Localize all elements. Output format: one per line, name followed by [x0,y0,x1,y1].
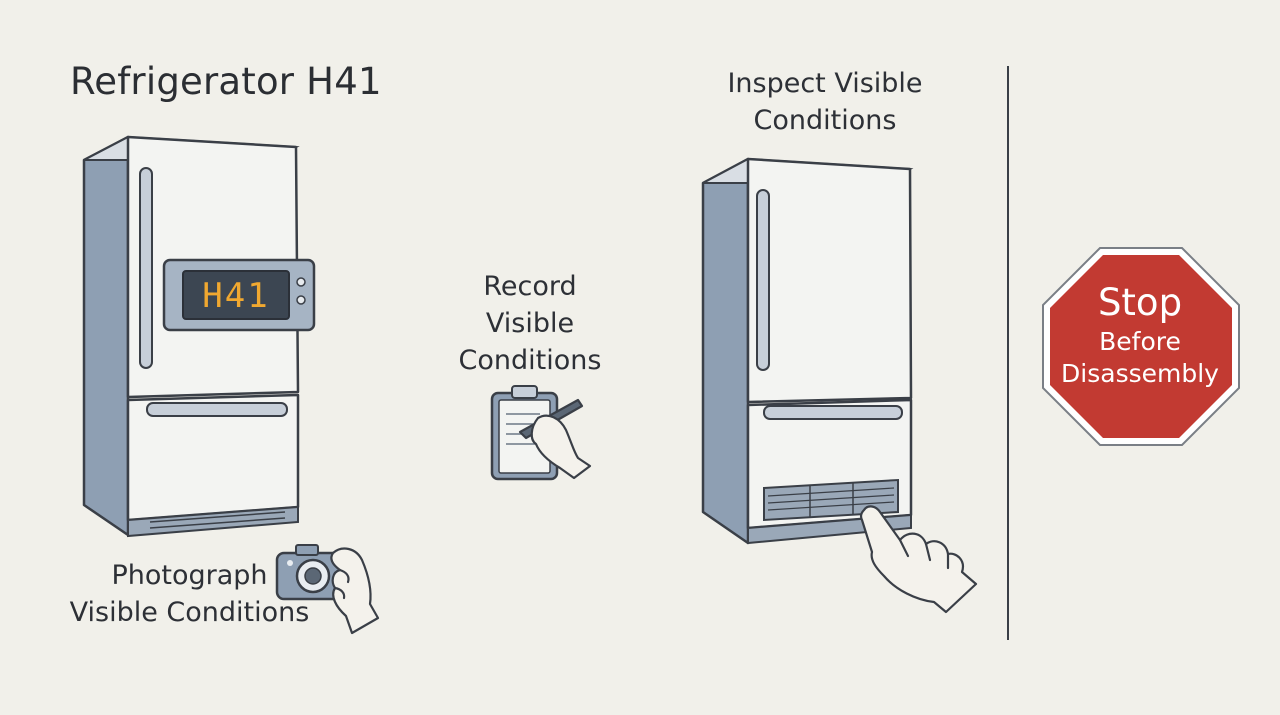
hand-writing-icon [518,398,592,480]
step-photograph-caption: Photograph Visible Conditions [62,557,317,631]
step-inspect-line1: Inspect Visible [727,68,923,99]
step-record-line1: Record [483,271,577,302]
stop-sign-label: Stop Before Disassembly [1045,280,1235,390]
hand-holding-camera-icon [330,547,380,635]
diagram-title: Refrigerator H41 [70,60,382,103]
step-record-caption: Record Visible Conditions [440,268,620,379]
error-code-display: H41 [202,276,269,316]
stop-label: Stop [1097,281,1183,324]
refrigerator-with-display-icon: H41 [82,135,316,538]
step-record-line2: Visible [485,308,575,339]
step-record-line3: Conditions [458,345,602,376]
step-inspect-line2: Conditions [753,105,897,136]
stop-sign-icon [1042,247,1240,446]
stop-disassembly-label: Disassembly [1061,359,1219,388]
stop-before-label: Before [1099,327,1181,356]
step-photograph-line2: Visible Conditions [69,597,310,628]
step-photograph-line1: Photograph [111,560,268,591]
step-inspect-caption: Inspect Visible Conditions [705,65,945,139]
pointing-hand-icon [859,505,978,614]
camera-icon [275,544,351,601]
refrigerator-icon [701,157,914,545]
